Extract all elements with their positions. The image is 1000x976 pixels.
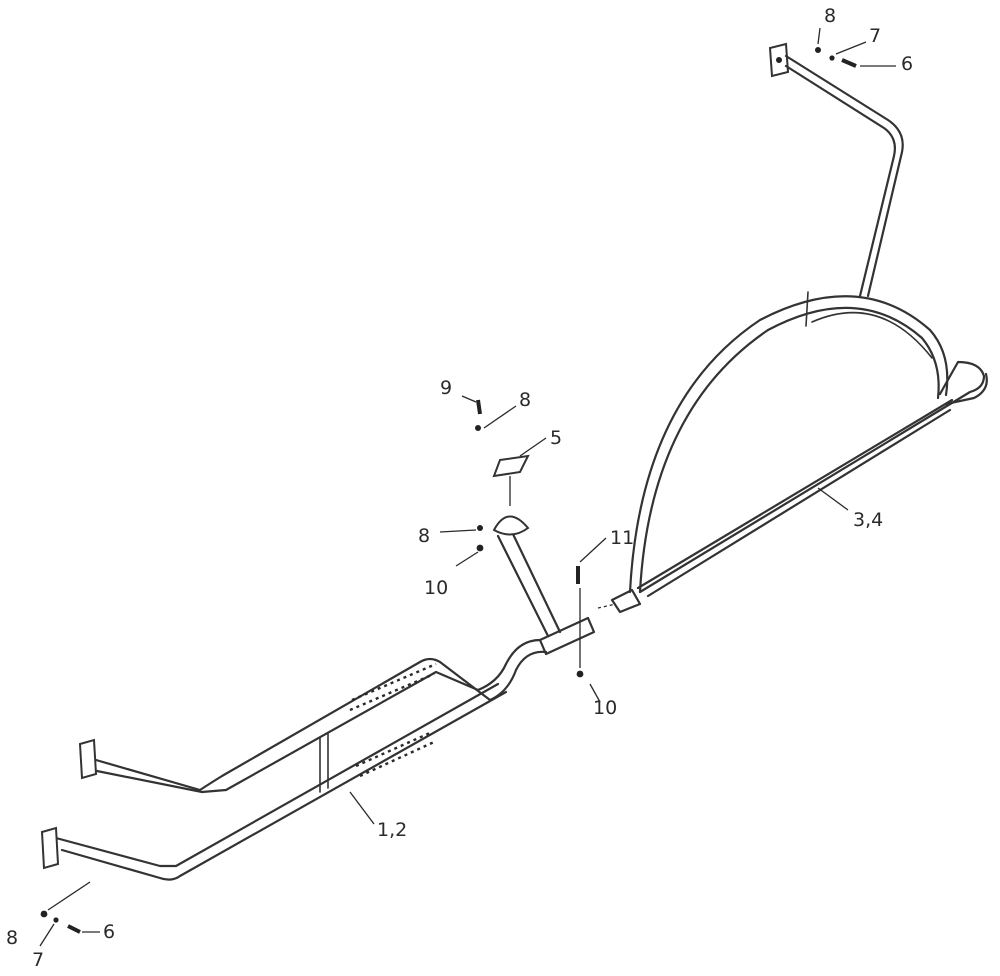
label-9: 9	[440, 377, 452, 399]
left-upper-mount-plate	[78, 738, 98, 780]
coupling-axis	[597, 603, 617, 609]
upper-handle-tube-b	[784, 64, 896, 298]
leader-5	[519, 437, 547, 457]
seat-bolt	[476, 399, 482, 415]
label-3-4: 3,4	[853, 509, 883, 531]
rear-arch-frame	[610, 42, 988, 614]
lower-step-rail-b	[54, 682, 500, 868]
label-8-bot: 8	[6, 927, 18, 949]
arch-end-loop	[638, 360, 986, 594]
bottom-lock-washer	[53, 917, 59, 923]
left-lower-mount-plate	[40, 826, 60, 870]
lower-rail-b	[636, 398, 954, 590]
top-lock-washer	[829, 55, 835, 61]
front-step-frame	[40, 515, 596, 881]
upper-step-rail-b	[90, 670, 480, 794]
upper-step-rail-a	[94, 657, 492, 792]
label-1-2: 1,2	[377, 819, 407, 841]
leader-8-mid	[483, 405, 517, 429]
label-10-left: 10	[424, 577, 448, 599]
label-11: 11	[610, 527, 634, 549]
label-6-bot: 6	[103, 921, 115, 943]
leader-3-4	[817, 487, 849, 511]
left-washer	[477, 525, 483, 531]
label-10-right: 10	[593, 697, 617, 719]
label-8-mid: 8	[519, 389, 531, 411]
bottom-bolt	[67, 924, 81, 934]
part-labels: 8 7 6 9 8 5 8 10 11 10 3,4 1,2 8 7 6	[6, 5, 913, 971]
leader-11	[579, 537, 607, 563]
lower-step-rail-a	[60, 690, 508, 881]
neck-post-b	[510, 530, 562, 634]
left-nut	[476, 544, 484, 552]
leader-7-bot	[39, 923, 55, 947]
leader-10-right	[589, 683, 601, 703]
rail-coupling	[610, 588, 642, 614]
seat-mount-plate	[492, 515, 530, 536]
leader-10-left	[455, 551, 479, 567]
seat-washer	[475, 425, 481, 431]
coupling-nut	[576, 670, 584, 678]
leader-9	[461, 395, 477, 403]
hardware	[40, 47, 857, 934]
label-8-left: 8	[418, 525, 430, 547]
arch-brace-arc	[811, 311, 933, 359]
arch-outer	[628, 295, 949, 594]
label-7-bot: 7	[32, 949, 44, 971]
leader-8-left	[439, 529, 477, 533]
upper-tread-b	[349, 672, 435, 712]
top-washer	[815, 47, 821, 53]
bottom-washer	[40, 910, 48, 918]
lower-rail-a	[646, 408, 952, 598]
connector-tube	[538, 616, 596, 656]
upper-handle-tube-a	[784, 54, 904, 298]
s-bend-a	[488, 650, 548, 702]
neck-post-a	[496, 534, 550, 638]
s-bend-b	[476, 638, 542, 692]
label-6-top: 6	[901, 53, 913, 75]
top-bolt	[841, 58, 857, 68]
label-5: 5	[550, 427, 562, 449]
leader-7-top	[835, 41, 867, 55]
leader-8-top	[817, 27, 821, 45]
arch-end-loop-inner	[944, 372, 988, 406]
leader-1-2	[349, 791, 375, 825]
top-mount-bolt-hole	[776, 57, 782, 63]
upper-tread-a	[351, 662, 437, 702]
leader-lines	[39, 27, 896, 947]
arch-inner	[638, 306, 940, 594]
clamp-plate	[492, 454, 530, 478]
label-7-top: 7	[869, 25, 881, 47]
arch-bracket	[805, 291, 809, 327]
label-8-top: 8	[824, 5, 836, 27]
leader-8-bot	[47, 881, 91, 911]
